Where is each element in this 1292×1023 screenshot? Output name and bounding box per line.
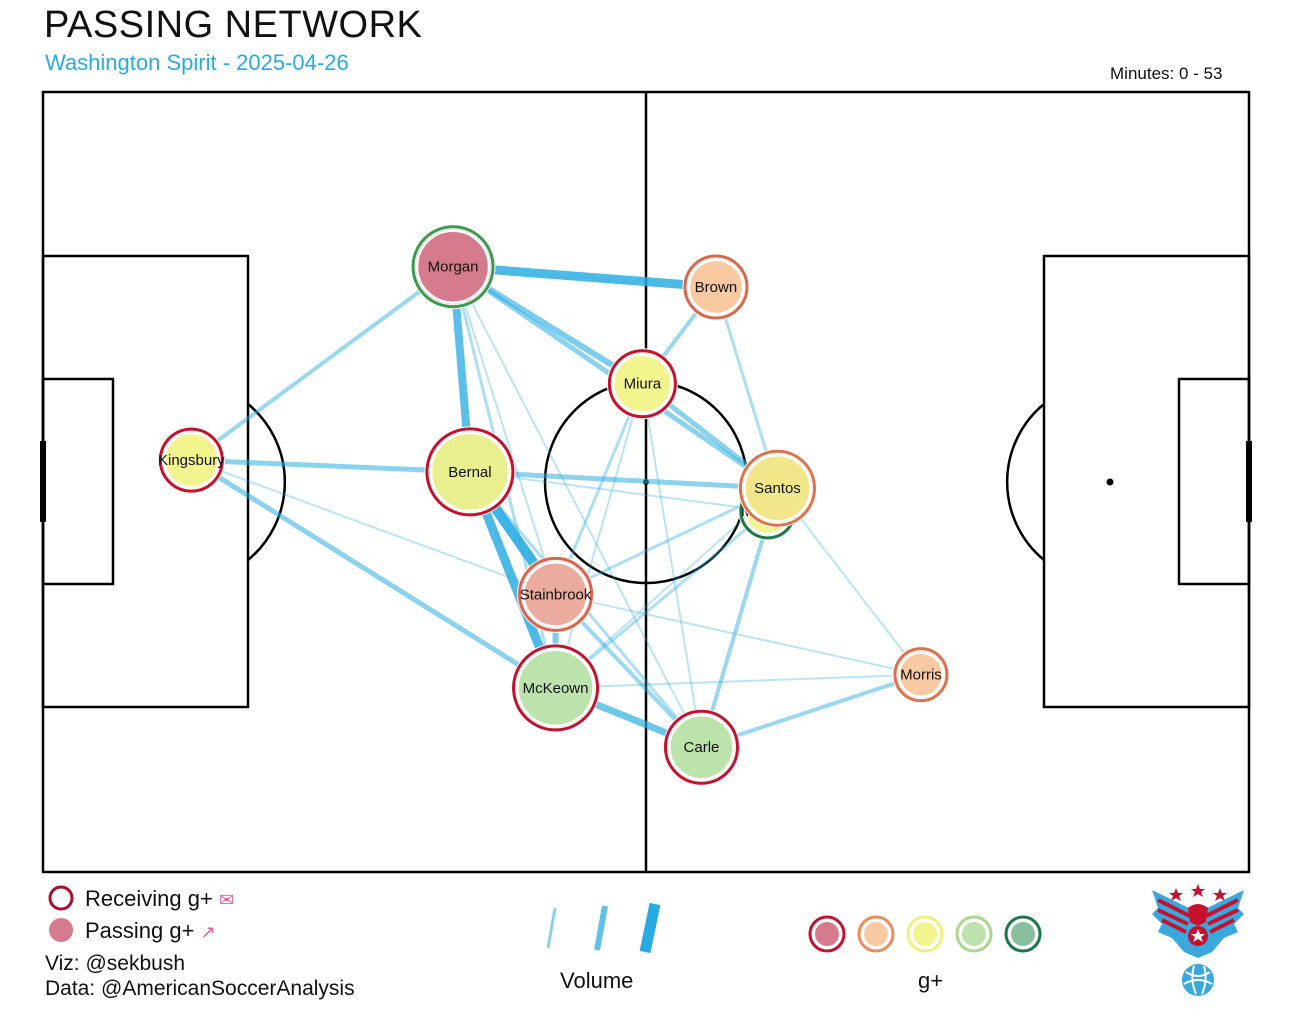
page-title: PASSING NETWORK	[44, 4, 423, 46]
pass-edge-stainbrook-morris	[555, 593, 922, 676]
pass-edge-carle-morris	[700, 672, 922, 750]
gplus-scale-fill-4	[1011, 922, 1035, 946]
player-ring-stainbrook	[518, 556, 594, 632]
pass-edge-mckeown-morris	[555, 673, 922, 689]
left-penalty-box	[41, 254, 250, 709]
left-penalty-arc	[247, 403, 287, 561]
player-label-bernal: Bernal	[448, 464, 491, 481]
pass-edge-morgan-kingsbury	[190, 265, 455, 462]
player-ring-morgan	[411, 225, 495, 309]
gplus-scale-fill-1	[864, 922, 888, 946]
gplus-legend-label: g+	[918, 968, 944, 993]
player-node-santos: Santos	[737, 448, 817, 528]
player-label-santos: Santos	[754, 480, 801, 497]
pass-edge-bernal-santos	[469, 469, 778, 491]
pass-edge-miura-mckeown	[554, 383, 644, 689]
gplus-scale-fill-0	[815, 922, 839, 946]
player-label-kingsbury: Kingsbury	[158, 452, 225, 469]
player-node-carle: Carle	[662, 708, 740, 786]
player-label-miura: Miura	[624, 376, 662, 393]
left-six-yard-box	[41, 377, 115, 586]
player-node-kingsbury: Kingsbury	[157, 426, 225, 494]
passing-gplus-legend: Passing g+ ↗	[85, 918, 216, 944]
receiving-gplus-legend: Receiving g+ ✉	[85, 886, 234, 912]
volume-legend-label: Volume	[560, 968, 634, 993]
player-label-mckeown: McKeown	[523, 680, 589, 697]
pass-edge-monday-mckeown	[554, 509, 769, 690]
player-ring-mckeown	[512, 644, 600, 732]
pass-edge-kingsbury-stainbrook	[190, 459, 556, 596]
mailbox-icon: ✉	[218, 890, 235, 910]
player-ring-miura	[607, 349, 677, 419]
player-ring-brown	[683, 254, 749, 320]
player-node-morgan: Morgan	[410, 224, 496, 310]
player-ring-santos	[738, 449, 816, 527]
penalty-spot	[1106, 478, 1114, 486]
data-credit: Data: @AmericanSoccerAnalysis	[45, 977, 355, 1000]
gplus-scale-fill-3	[962, 922, 986, 946]
pass-edge-morgan-brown	[452, 262, 717, 292]
receiving-legend-swatch	[48, 885, 74, 911]
shoe-icon: ↗	[200, 922, 216, 942]
minutes-range: Minutes: 0 - 53	[1110, 64, 1223, 83]
player-label-carle: Carle	[684, 739, 720, 756]
player-node-mckeown: McKeown	[511, 643, 601, 733]
volume-legend-mid	[594, 905, 608, 951]
player-label-brown: Brown	[695, 279, 738, 296]
player-ring-carle	[663, 709, 739, 785]
pass-edge-bernal-monday	[469, 470, 768, 512]
player-ring-morris	[893, 647, 949, 703]
pitch-markings	[40, 90, 1252, 874]
page-subtitle: Washington Spirit - 2025-04-26	[45, 50, 349, 75]
pass-edge-kingsbury-mckeown	[190, 458, 557, 691]
player-node-miura: Miura	[606, 348, 678, 420]
player-label-morgan: Morgan	[428, 259, 479, 276]
right-penalty-box	[1042, 254, 1251, 709]
player-nodes: MorganBrownMiuraKingsburyBernalMondaySan…	[157, 224, 950, 786]
receiving-legend-label: Receiving g+	[85, 886, 213, 911]
player-label-stainbrook: Stainbrook	[520, 586, 592, 603]
player-ring-bernal	[425, 427, 515, 517]
gplus-legend-scale	[808, 915, 1042, 953]
pass-edge-morgan-stainbrook	[452, 266, 557, 595]
player-node-stainbrook: Stainbrook	[517, 555, 595, 633]
asa-logo	[1152, 884, 1244, 996]
player-node-morris: Morris	[892, 646, 950, 704]
player-label-morris: Morris	[900, 667, 942, 684]
passing-legend-swatch	[49, 918, 73, 942]
gplus-scale-fill-2	[913, 922, 937, 946]
right-penalty-arc	[1005, 403, 1045, 561]
passing-legend-label: Passing g+	[85, 918, 195, 943]
pass-edge-morgan-carle	[452, 266, 703, 748]
pass-edge-kingsbury-bernal	[191, 457, 471, 475]
right-six-yard-box	[1177, 377, 1251, 586]
volume-legend-low	[546, 907, 557, 949]
player-ring-kingsbury	[158, 427, 224, 493]
pass-edge-miura-carle	[641, 383, 703, 748]
player-node-bernal: Bernal	[424, 426, 516, 518]
viz-credit: Viz: @sekbush	[45, 952, 185, 975]
player-node-brown: Brown	[682, 253, 750, 321]
volume-legend-high	[639, 902, 661, 954]
